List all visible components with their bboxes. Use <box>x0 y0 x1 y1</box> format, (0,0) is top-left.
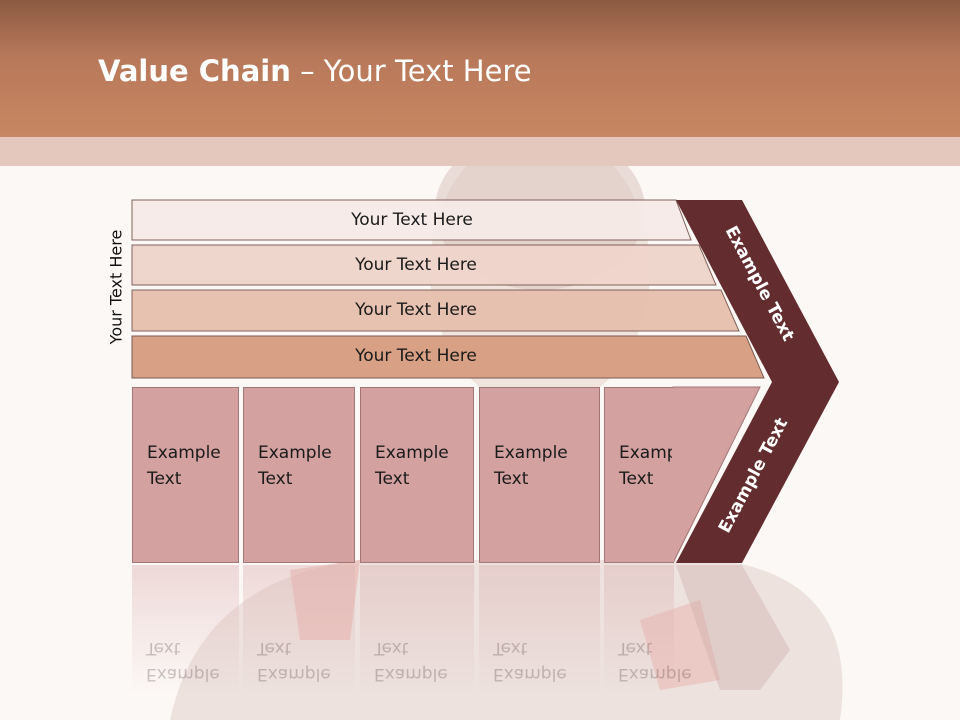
chevron-lower-shape <box>676 382 839 563</box>
box-line1: Example <box>147 443 221 463</box>
box-line2: Text <box>619 469 654 489</box>
title-rest: – Your Text Here <box>290 54 532 88</box>
bar-shape-3 <box>131 289 740 332</box>
chevron-upper-shape <box>676 200 839 382</box>
bar-1: Your Text Here <box>132 200 692 240</box>
bar-label: Your Text Here <box>355 255 477 275</box>
header-bar <box>0 0 960 137</box>
chevron-label-lower: Example Text <box>715 415 792 537</box>
chevron-reflection <box>676 565 790 690</box>
box-line2: Text <box>147 469 182 489</box>
bar-3: Your Text Here <box>132 290 700 330</box>
box-line2: Text <box>494 469 529 489</box>
box-line1: Example <box>258 443 332 463</box>
box-line1: Example <box>375 443 449 463</box>
box-line2: Text <box>375 469 410 489</box>
bar-shape-4 <box>131 335 765 379</box>
box-line1: Example <box>494 443 568 463</box>
bar-shape-1 <box>131 199 692 241</box>
box-line2: Text <box>258 469 293 489</box>
header-band <box>0 137 960 166</box>
title-bold: Value Chain <box>98 54 291 88</box>
bar-label: Your Text Here <box>355 300 477 320</box>
bar-label: Your Text Here <box>355 346 477 366</box>
slide-title: Value Chain – Your Text Here <box>98 54 532 88</box>
bar-4: Your Text Here <box>132 336 700 376</box>
bar-label: Your Text Here <box>351 210 473 230</box>
chevron-label-upper: Example Text <box>721 223 798 345</box>
bar-2: Your Text Here <box>132 245 700 285</box>
bar-shape-2 <box>131 244 717 286</box>
